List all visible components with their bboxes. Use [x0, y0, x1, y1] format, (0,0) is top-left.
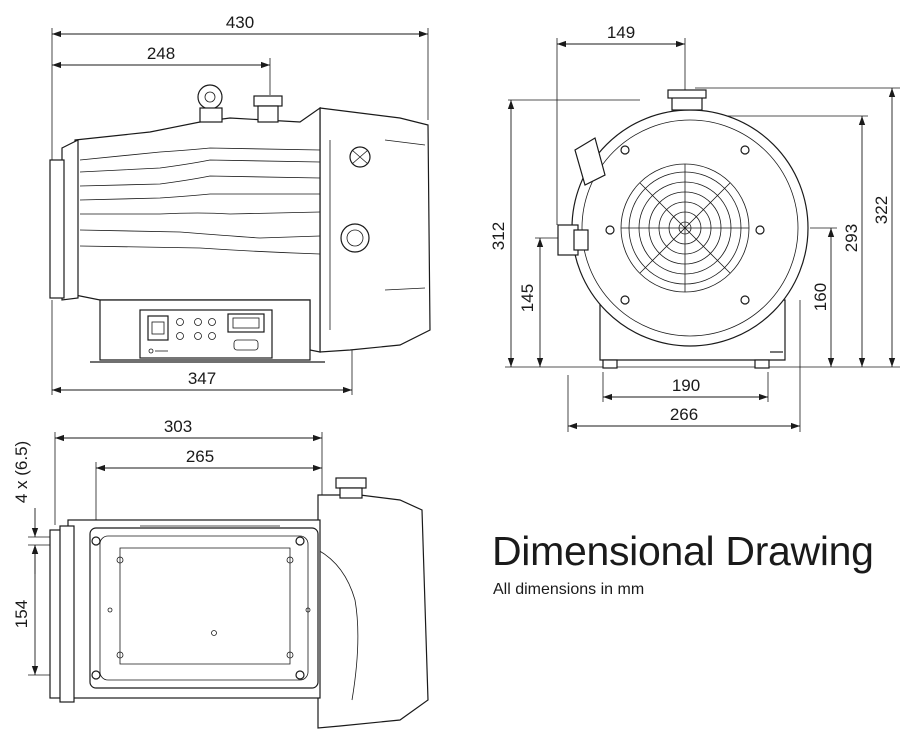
- dim-label-145: 145: [518, 284, 537, 312]
- side-inlet-flange: [253, 95, 283, 107]
- dim-label-322: 322: [872, 196, 891, 224]
- drawing-subtitle: All dimensions in mm: [493, 581, 645, 598]
- dim-label-149: 149: [607, 23, 635, 42]
- dim-label-347: 347: [188, 369, 216, 388]
- dim-label-303: 303: [164, 417, 192, 436]
- bottom-mount-hole: [295, 670, 305, 680]
- dim-label-430: 430: [226, 13, 254, 32]
- dim-label-293: 293: [842, 224, 861, 252]
- side-exhaust-port: [340, 223, 370, 253]
- bottom-view: 303 265 4 x (6.5) 154: [12, 417, 429, 729]
- side-view: 430 248 347: [49, 13, 431, 395]
- bottom-mount-hole: [91, 536, 101, 546]
- dim-label-312: 312: [489, 222, 508, 250]
- dim-label-265: 265: [186, 447, 214, 466]
- bottom-mount-hole: [91, 670, 101, 680]
- bottom-mount-hole: [295, 536, 305, 546]
- bottom-motor-housing: [317, 494, 429, 729]
- side-motor-housing: [319, 107, 431, 353]
- dim-label-266: 266: [670, 405, 698, 424]
- bottom-outlet-flange: [335, 477, 367, 489]
- front-view: 149 312 145 322 293 160 190 266: [489, 23, 900, 432]
- drawing-title: Dimensional Drawing: [492, 528, 874, 574]
- side-mains-socket: [147, 315, 169, 341]
- bottom-base-plate: [89, 527, 319, 689]
- dim-label-248: 248: [147, 44, 175, 63]
- dim-label-154: 154: [12, 600, 31, 628]
- dim-label-holes: 4 x (6.5): [12, 441, 31, 503]
- dim-label-160: 160: [811, 283, 830, 311]
- side-lifting-eye: [197, 84, 223, 110]
- dim-label-190: 190: [672, 376, 700, 395]
